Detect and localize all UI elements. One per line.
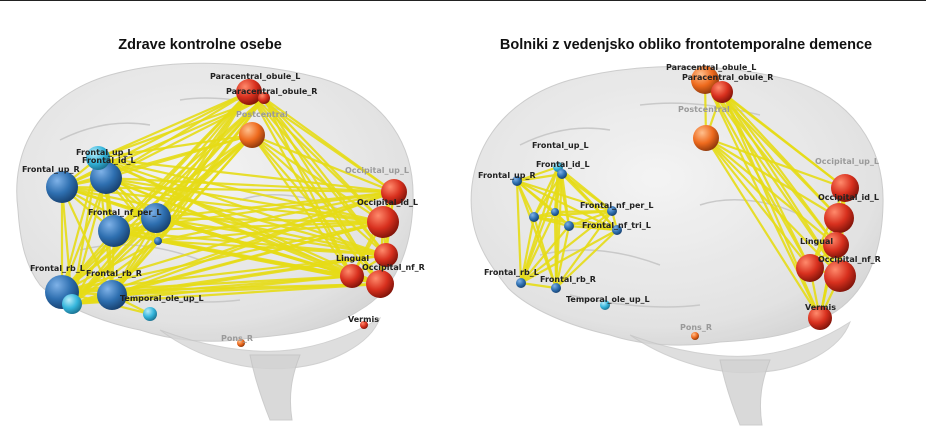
- left-node: [98, 215, 130, 247]
- left-node: [62, 294, 82, 314]
- right-node: [564, 221, 574, 231]
- label-frontal-up-l: Frontal_up_L: [532, 141, 589, 150]
- right-node: [551, 283, 561, 293]
- label-frontal-up-r: Frontal_up_R: [478, 171, 536, 180]
- label-pons-r: Pons_R: [680, 323, 712, 332]
- label-frontal-nf-per-l: Frontal_nf_per_L: [88, 208, 161, 217]
- label-frontal-up-r: Frontal_up_R: [22, 165, 80, 174]
- label-vermis: Vermis: [805, 303, 836, 312]
- label-lingual: Lingual: [336, 254, 369, 263]
- right-node: [824, 203, 854, 233]
- right-node: [693, 125, 719, 151]
- label-occipital-inf-r: Occipital_nf_R: [362, 263, 425, 272]
- right-node: [529, 212, 539, 222]
- right-node: [691, 332, 699, 340]
- label-frontal-rb-r: Frontal_rb_R: [540, 275, 596, 284]
- left-node: [154, 237, 162, 245]
- label-paracentral-l: Paracentral_obule_L: [666, 63, 756, 72]
- left-node: [367, 206, 399, 238]
- label-frontal-rb-l: Frontal_rb_L: [30, 264, 85, 273]
- label-frontal-rb-r: Frontal_rb_R: [86, 269, 142, 278]
- label-lingual: Lingual: [800, 237, 833, 246]
- label-temporal-pole-up-l: Temporal_ole_up_L: [120, 294, 204, 303]
- label-frontal-nf-tri-l: Frontal_nf_tri_L: [582, 221, 651, 230]
- label-paracentral-l: Paracentral_obule_L: [210, 72, 300, 81]
- label-postcentral: Postcentral: [236, 110, 288, 119]
- right-node: [711, 81, 733, 103]
- label-frontal-rb-l: Frontal_rb_L: [484, 268, 539, 277]
- label-occipital-id-l: Occipital_id_L: [818, 193, 879, 202]
- label-frontal-nf-per-l: Frontal_nf_per_L: [580, 201, 653, 210]
- left-node: [340, 264, 364, 288]
- label-frontal-id-l: Frontal_id_L: [536, 160, 590, 169]
- label-frontal-id-l: Frontal_id_L: [82, 156, 136, 165]
- label-vermis: Vermis: [348, 315, 379, 324]
- label-paracentral-r: Paracentral_obule_R: [226, 87, 317, 96]
- left-node: [366, 270, 394, 298]
- label-occipital-up-l: Occipital_up_L: [815, 157, 879, 166]
- right-edge: [555, 211, 612, 212]
- label-paracentral-r: Paracentral_obule_R: [682, 73, 773, 82]
- right-node: [551, 208, 559, 216]
- label-pons-r: Pons_R: [221, 334, 253, 343]
- right-node: [516, 278, 526, 288]
- right-node: [824, 260, 856, 292]
- left-node: [239, 122, 265, 148]
- label-occipital-up-l: Occipital_up_L: [345, 166, 409, 175]
- label-temporal-pole-up-l: Temporal_ole_up_L: [566, 295, 650, 304]
- label-postcentral: Postcentral: [678, 105, 730, 114]
- label-occipital-id-l: Occipital_id_L: [357, 198, 418, 207]
- left-node: [46, 171, 78, 203]
- label-occipital-inf-r: Occipital_nf_R: [818, 255, 881, 264]
- right-node: [557, 169, 567, 179]
- left-node: [143, 307, 157, 321]
